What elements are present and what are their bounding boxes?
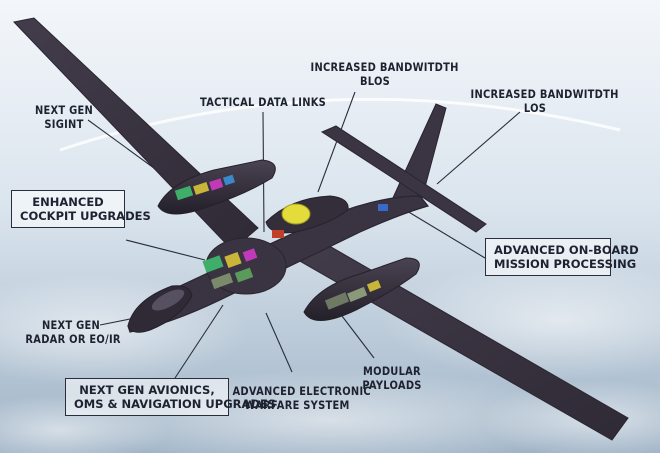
left-wing-pod (157, 159, 276, 215)
label-line: RADAR OR EO/IR (25, 332, 121, 346)
label-line: WARFARE SYSTEM (244, 398, 350, 412)
label-line: SIGINT (44, 117, 84, 131)
label-line: NEXT GEN (34, 103, 94, 117)
horizontal-stabilizer (320, 125, 487, 233)
label-line: BLOS (359, 74, 391, 88)
label-line: TACTICAL DATA LINKS (199, 95, 327, 109)
label-modular-payloads: MODULAR PAYLOADS (358, 364, 427, 392)
label-next-gen-radar: NEXT GEN RADAR OR EO/IR (25, 318, 121, 346)
label-line: LOS (523, 101, 547, 115)
tail-processing-module (378, 204, 388, 211)
label-line: OMS & NAVIGATION UPGRADES (74, 397, 277, 411)
label-line: INCREASED BANDWITDTH (310, 60, 459, 74)
avionics-bay (202, 248, 258, 290)
label-line: ADVANCED ON-BOARD (494, 243, 639, 257)
label-next-gen-avionics: NEXT GEN AVIONICS, OMS & NAVIGATION UPGR… (65, 378, 277, 416)
label-increased-bandwidth-blos: INCREASED BANDWITDTH BLOS (310, 60, 459, 88)
label-line: INCREASED BANDWITDTH (470, 87, 619, 101)
label-increased-bandwidth-los: INCREASED BANDWITDTH LOS (470, 87, 619, 115)
label-line: ENHANCED (32, 195, 104, 209)
label-line: ADVANCED ELECTRONIC (232, 384, 371, 398)
label-line: PAYLOADS (362, 378, 422, 392)
aircraft (13, 17, 629, 441)
label-line: MODULAR (363, 364, 421, 378)
cockpit-canopy (151, 289, 185, 311)
satcom-dome (281, 203, 311, 225)
label-enhanced-cockpit-upgrades: ENHANCED COCKPIT UPGRADES (11, 190, 151, 228)
datalink-module (272, 230, 284, 238)
cloud-layer (0, 260, 660, 453)
label-line: MISSION PROCESSING (494, 257, 637, 271)
right-wing-pod (303, 257, 420, 321)
label-line: COCKPIT UPGRADES (20, 209, 151, 223)
label-tactical-data-links: TACTICAL DATA LINKS (199, 95, 328, 109)
label-line: NEXT GEN (41, 318, 101, 332)
label-advanced-electronic-warfare: ADVANCED ELECTRONIC WARFARE SYSTEM (232, 384, 371, 412)
label-advanced-onboard-mission-processing: ADVANCED ON-BOARD MISSION PROCESSING (485, 238, 639, 276)
label-line: NEXT GEN AVIONICS, (79, 383, 215, 397)
label-next-gen-sigint: NEXT GEN SIGINT (31, 103, 96, 131)
